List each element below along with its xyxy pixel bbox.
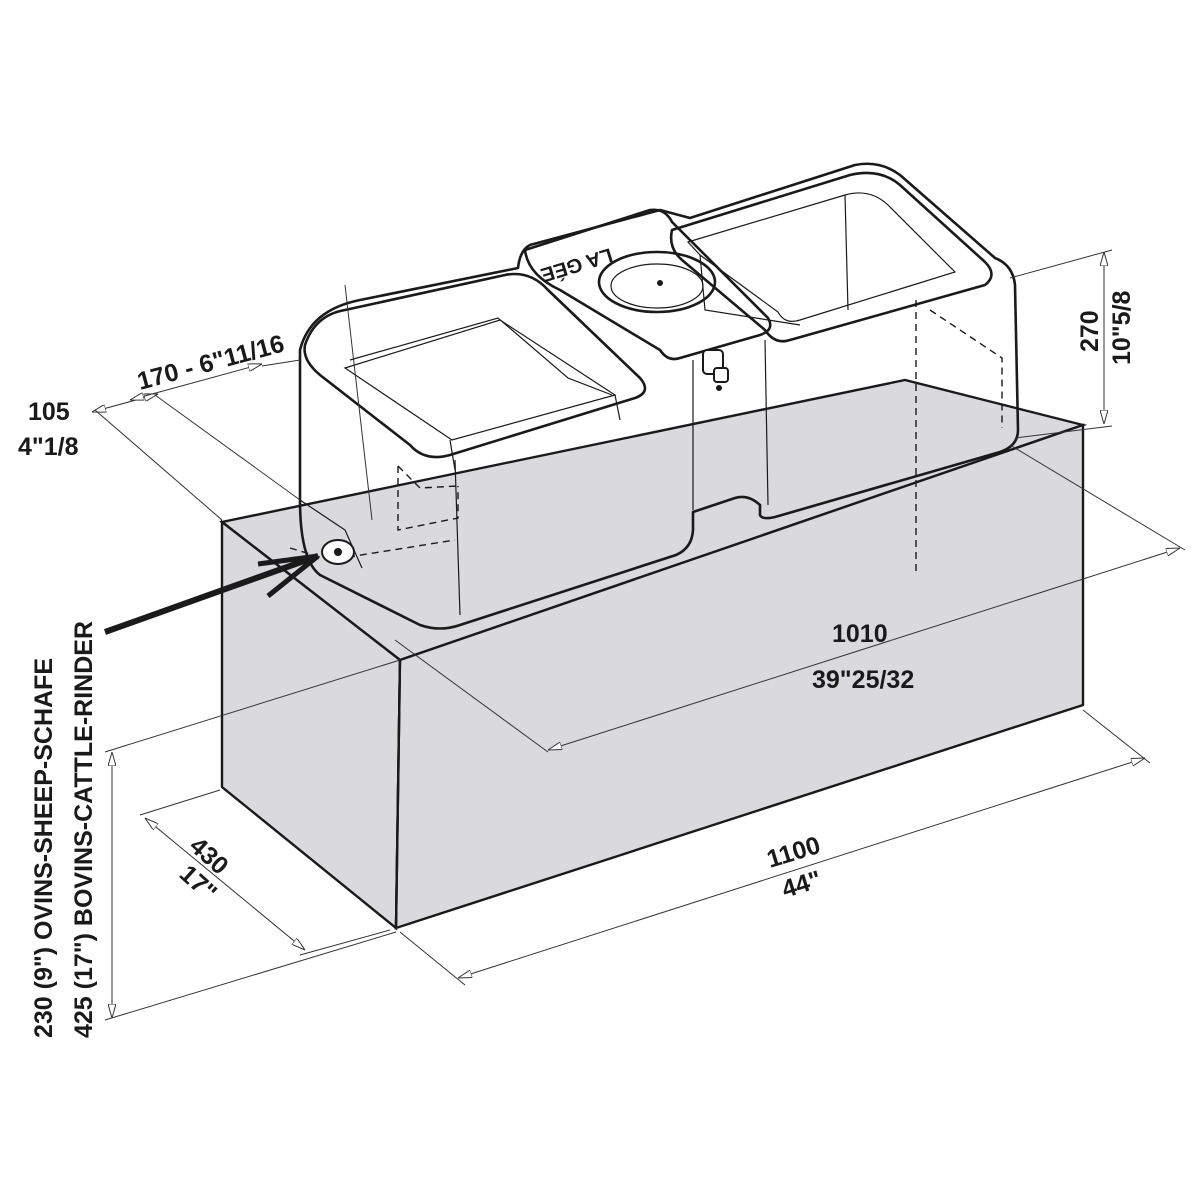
drain-plug <box>321 539 355 565</box>
cattle-base-height: 425 (17") BOVINS-CATTLE-RINDER <box>70 621 98 1038</box>
dimension-lines <box>92 249 1186 1021</box>
sheep-base-height: 230 (9") OVINS-SHEEP-SCHAFE <box>30 658 58 1038</box>
right-bowl-inner <box>686 192 957 322</box>
bowl-span-mm: 1010 <box>832 620 888 648</box>
bowl-span-in: 39"25/32 <box>812 666 914 694</box>
base-front-edge <box>394 659 402 929</box>
logo-mark: LA GÉE <box>538 243 615 287</box>
bowl-width: 170 - 6"11/16 <box>134 330 287 396</box>
height-in: 10"5/8 <box>1108 290 1136 365</box>
right-bowl-rim <box>669 171 993 343</box>
offset-mm: 105 <box>28 398 70 426</box>
offset-in: 4"1/8 <box>18 433 79 461</box>
valve-housing <box>523 208 772 361</box>
valve-cap <box>597 250 717 314</box>
water-inlet-fitting <box>702 349 729 391</box>
drinking-trough: LA GÉE <box>298 162 1020 630</box>
overall-length-in: 44" <box>779 865 825 903</box>
drain-pointer-arrow <box>103 553 320 635</box>
height-mm: 270 <box>1076 310 1104 352</box>
left-bowl-rim <box>303 272 647 459</box>
support-base <box>219 378 1088 931</box>
